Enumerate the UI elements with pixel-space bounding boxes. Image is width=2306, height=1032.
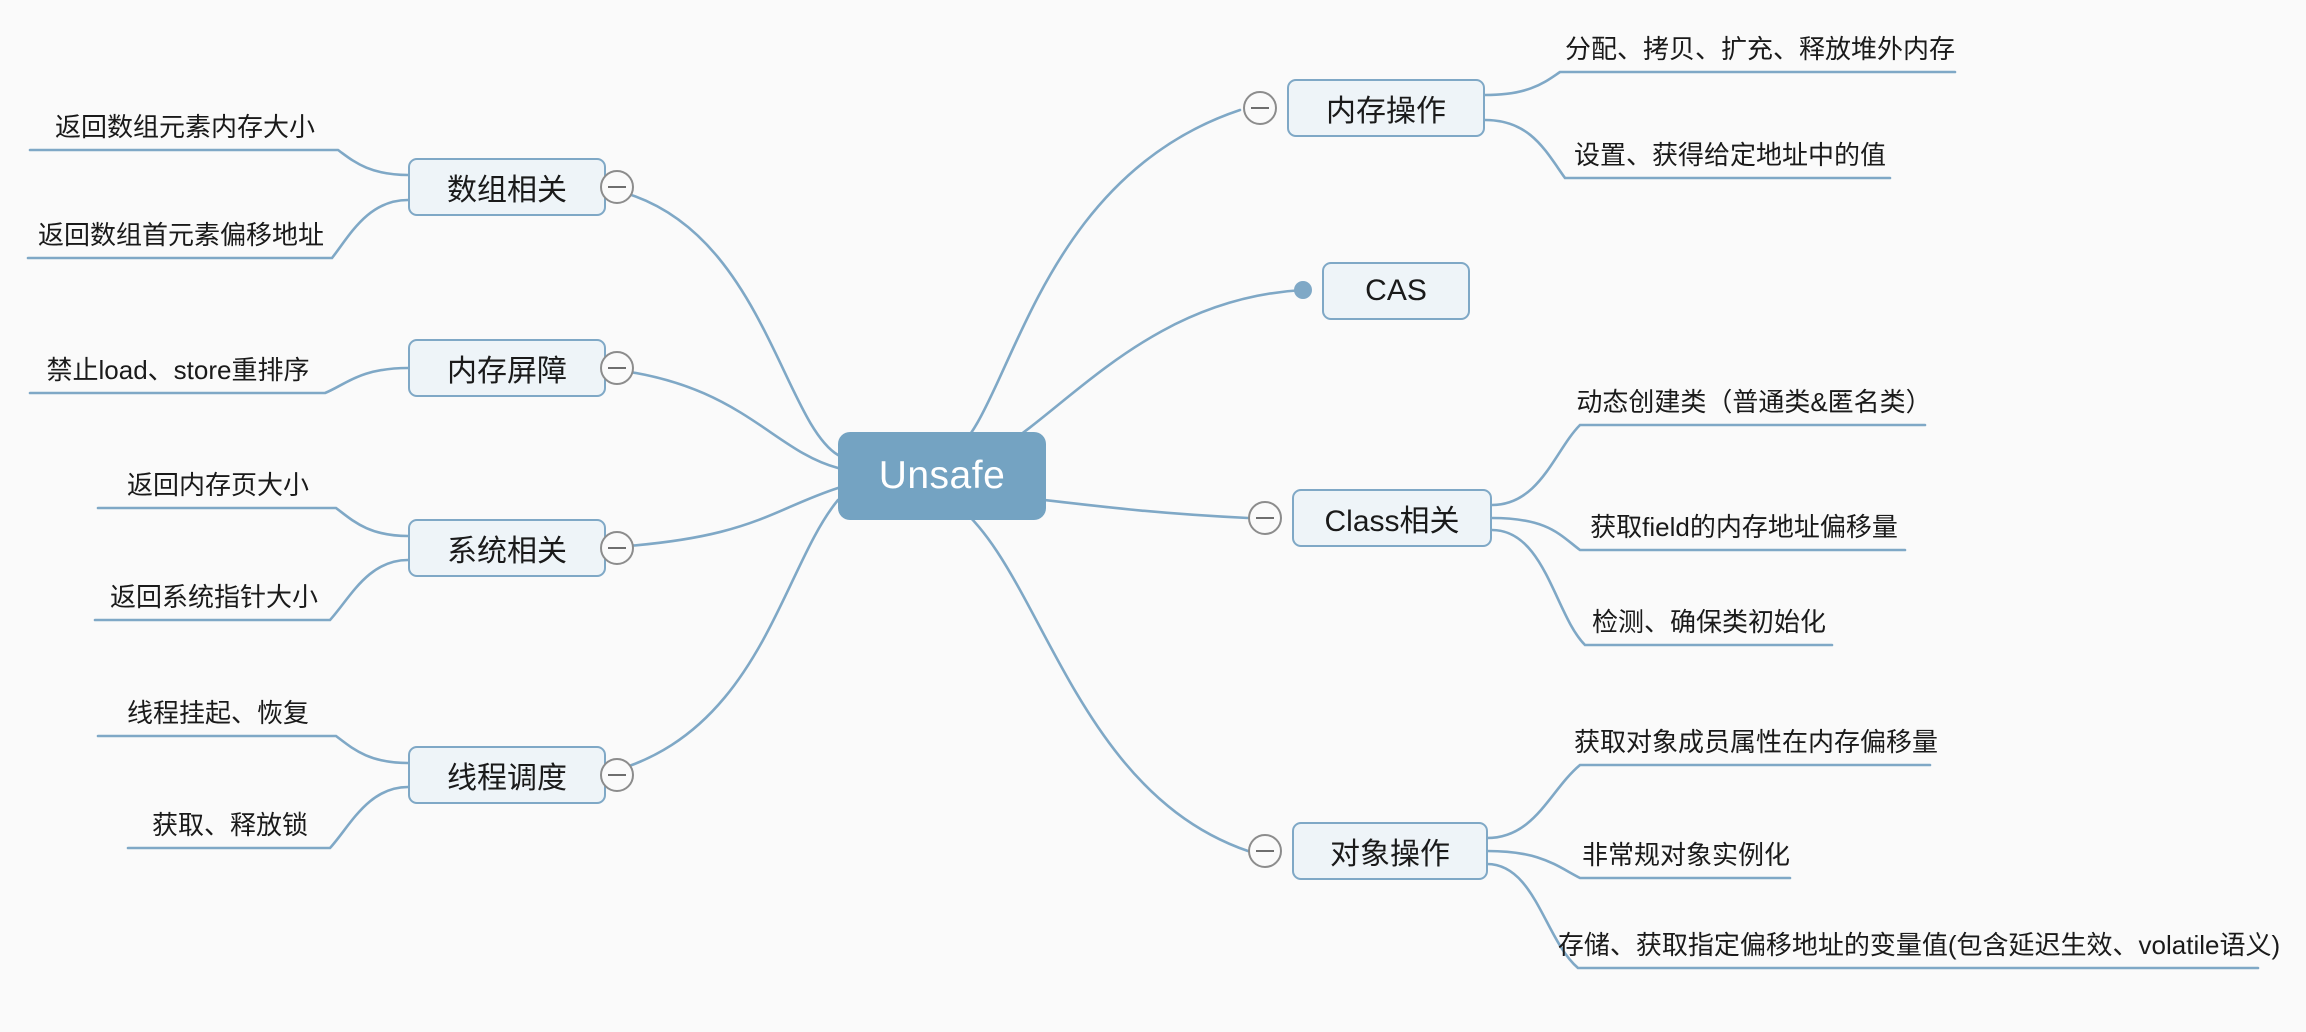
- leaf-label-system-related-1: 返回系统指针大小: [109, 582, 318, 612]
- branch-node-memory-ops[interactable]: 内存操作: [1287, 79, 1485, 137]
- leaf-node-array-related-0[interactable]: 返回数组元素内存大小: [32, 96, 338, 146]
- leaf-node-object-ops-1[interactable]: 非常规对象实例化: [1580, 824, 1792, 874]
- bullet-dot-cas[interactable]: [1294, 281, 1312, 299]
- leaf-label-object-ops-1: 非常规对象实例化: [1581, 840, 1790, 870]
- collapse-toggle-memory-barrier[interactable]: [600, 351, 634, 385]
- edge-root-to-system: [596, 486, 840, 550]
- leaf-node-class-related-2[interactable]: 检测、确保类初始化: [1585, 591, 1833, 641]
- leaf-node-system-related-1[interactable]: 返回系统指针大小: [96, 566, 332, 616]
- branch-label-thread-scheduling: 线程调度: [447, 762, 567, 795]
- leaf-label-memory-ops-0: 分配、拷贝、扩充、释放堆外内存: [1564, 34, 1955, 64]
- collapse-toggle-memory-ops[interactable]: [1243, 91, 1277, 125]
- branch-node-cas[interactable]: CAS: [1322, 262, 1470, 320]
- leaf-node-thread-scheduling-0[interactable]: 线程挂起、恢复: [100, 682, 336, 732]
- edge-root-to-array: [596, 185, 840, 457]
- leaf-label-array-related-1: 返回数组首元素偏移地址: [37, 220, 324, 250]
- branch-label-array-related: 数组相关: [447, 174, 567, 207]
- edge-root-to-thread: [596, 498, 840, 777]
- leaf-node-memory-ops-1[interactable]: 设置、获得给定地址中的值: [1565, 124, 1895, 174]
- leaf-label-memory-ops-1: 设置、获得给定地址中的值: [1573, 140, 1886, 170]
- leaf-label-object-ops-2: 存储、获取指定偏移地址的变量值(包含延迟生效、volatile语义): [1557, 930, 2281, 960]
- branch-node-array-related[interactable]: 数组相关: [408, 158, 606, 216]
- edge-class-child-0: [1490, 423, 1927, 507]
- branch-node-system-related[interactable]: 系统相关: [408, 519, 606, 577]
- collapse-toggle-class-related[interactable]: [1248, 501, 1282, 535]
- leaf-label-memory-barrier-0: 禁止load、store重排序: [46, 355, 310, 385]
- leaf-node-memory-ops-0[interactable]: 分配、拷贝、扩充、释放堆外内存: [1560, 18, 1960, 68]
- collapse-toggle-object-ops[interactable]: [1248, 834, 1282, 868]
- collapse-toggle-array-related[interactable]: [600, 170, 634, 204]
- leaf-node-thread-scheduling-1[interactable]: 获取、释放锁: [130, 794, 330, 844]
- branch-node-class-related[interactable]: Class相关: [1292, 489, 1492, 547]
- collapse-toggle-system-related[interactable]: [600, 531, 634, 565]
- edge-root-to-object-ops: [948, 498, 1250, 853]
- leaf-label-system-related-0: 返回内存页大小: [126, 470, 309, 500]
- edge-root-to-barrier: [596, 366, 840, 470]
- edge-system-child-0: [96, 506, 410, 538]
- collapse-toggle-thread-scheduling[interactable]: [600, 758, 634, 792]
- branch-node-thread-scheduling[interactable]: 线程调度: [408, 746, 606, 804]
- leaf-node-object-ops-0[interactable]: 获取对象成员属性在内存偏移量: [1574, 711, 1938, 761]
- branch-label-memory-barrier: 内存屏障: [447, 355, 567, 388]
- leaf-node-object-ops-2[interactable]: 存储、获取指定偏移地址的变量值(包含延迟生效、volatile语义): [1558, 914, 2280, 964]
- edge-thread-child-0: [96, 734, 410, 765]
- root-node-unsafe[interactable]: Unsafe: [838, 432, 1046, 520]
- branch-node-object-ops[interactable]: 对象操作: [1292, 822, 1488, 880]
- leaf-node-class-related-0[interactable]: 动态创建类（普通类&匿名类）: [1576, 371, 1931, 421]
- leaf-node-class-related-1[interactable]: 获取field的内存地址偏移量: [1580, 496, 1908, 546]
- edge-array-child-0: [28, 148, 410, 177]
- leaf-label-class-related-1: 获取field的内存地址偏移量: [1590, 512, 1898, 542]
- edge-memory-ops-child-0: [1483, 70, 1957, 97]
- root-node-label: Unsafe: [878, 454, 1006, 497]
- leaf-label-object-ops-0: 获取对象成员属性在内存偏移量: [1574, 727, 1939, 757]
- branch-label-memory-ops: 内存操作: [1326, 95, 1446, 128]
- leaf-label-class-related-0: 动态创建类（普通类&匿名类）: [1576, 387, 1932, 417]
- branch-label-cas: CAS: [1365, 274, 1427, 307]
- leaf-label-class-related-2: 检测、确保类初始化: [1591, 607, 1826, 637]
- branch-label-class-related: Class相关: [1324, 505, 1460, 538]
- leaf-label-thread-scheduling-1: 获取、释放锁: [151, 810, 308, 840]
- leaf-node-array-related-1[interactable]: 返回数组首元素偏移地址: [28, 204, 334, 254]
- branch-node-memory-barrier[interactable]: 内存屏障: [408, 339, 606, 397]
- leaf-label-array-related-0: 返回数组元素内存大小: [54, 112, 315, 142]
- branch-label-system-related: 系统相关: [447, 535, 567, 568]
- branch-label-object-ops: 对象操作: [1330, 838, 1450, 871]
- leaf-label-thread-scheduling-0: 线程挂起、恢复: [126, 698, 309, 728]
- leaf-node-system-related-0[interactable]: 返回内存页大小: [100, 454, 336, 504]
- leaf-node-memory-barrier-0[interactable]: 禁止load、store重排序: [32, 339, 324, 389]
- edge-root-to-memory-ops: [948, 108, 1242, 457]
